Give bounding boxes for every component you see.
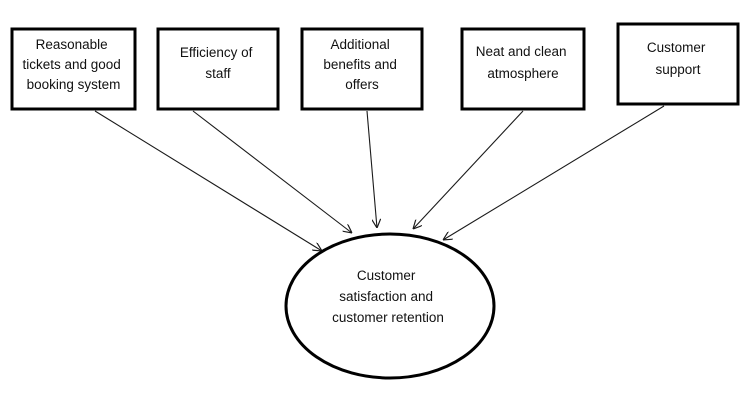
- factor-label-line: atmosphere: [487, 66, 558, 81]
- factor-label-line: support: [655, 62, 700, 77]
- svg-text:Customer satisfaction an: Customer satisfaction and customer reten…: [332, 268, 444, 325]
- factor-label-line: Neat and clean: [476, 44, 567, 59]
- factor-label-line: Customer: [647, 40, 706, 55]
- svg-text:Reasonable tickets and g: Reasonable tickets and good booking syst…: [22, 37, 124, 92]
- factor-label-line: benefits and: [323, 57, 397, 72]
- factor-label-line: Additional: [330, 37, 389, 52]
- factor-additional-benefits: Additional benefits and offers: [300, 27, 424, 111]
- svg-text:Neat and clean atmospher: Neat and clean atmosphere: [476, 44, 571, 81]
- svg-text:Additional benefits and: Additional benefits and offers: [323, 37, 400, 92]
- arrow-additional-benefits: [366, 110, 377, 228]
- arrows: [94, 105, 665, 251]
- arrow-reasonable-tickets: [94, 110, 322, 251]
- arrow-neat-and-clean: [413, 110, 524, 229]
- outcome-ellipse: [284, 232, 496, 380]
- svg-text:Efficiency of staff: Efficiency of staff: [180, 45, 256, 81]
- arrow-efficiency-of-staff: [192, 110, 352, 233]
- outcome-label-line: satisfaction and: [339, 289, 433, 304]
- factor-label-line: booking system: [27, 77, 121, 92]
- factor-neat-and-clean: Neat and clean atmosphere: [460, 27, 586, 111]
- factor-box: [300, 27, 424, 111]
- outcome-label-line: customer retention: [332, 310, 444, 325]
- factor-label-line: Efficiency of: [180, 45, 253, 60]
- arrow-customer-support: [443, 105, 665, 240]
- factor-label-line: Reasonable: [36, 37, 108, 52]
- factor-box: [460, 27, 586, 111]
- outcome-label-line: Customer: [357, 268, 416, 283]
- factor-box: [616, 22, 740, 106]
- factor-efficiency-of-staff: Efficiency of staff: [156, 27, 280, 111]
- factor-label-line: staff: [205, 66, 231, 81]
- outcome-customer-satisfaction: Customer satisfaction and customer reten…: [284, 232, 496, 380]
- factor-reasonable-tickets: Reasonable tickets and good booking syst…: [10, 27, 137, 111]
- svg-text:Customer support: Customer support: [647, 40, 709, 77]
- factor-box: [156, 27, 280, 111]
- factor-box: [10, 27, 137, 111]
- factor-label-line: offers: [345, 77, 379, 92]
- factor-customer-support: Customer support: [616, 22, 740, 106]
- factor-label-line: tickets and good: [22, 57, 120, 72]
